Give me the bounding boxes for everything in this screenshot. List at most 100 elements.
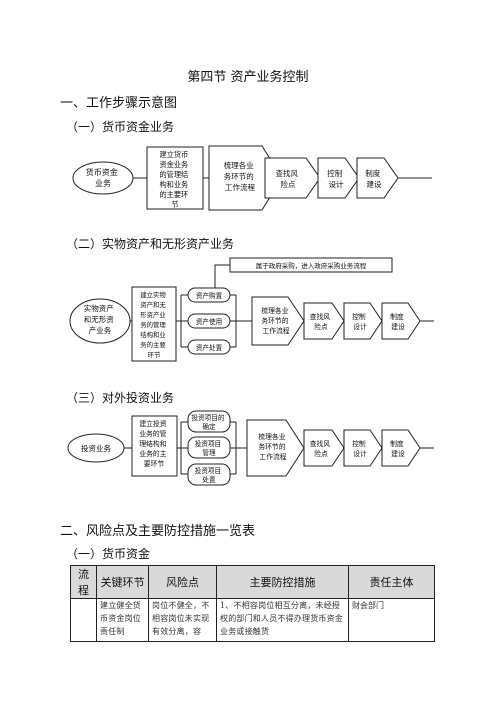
policy-step-arrow xyxy=(381,429,421,467)
risk-step-label: 查找风 xyxy=(310,439,331,448)
start-node-line: 和无形资 xyxy=(84,314,114,324)
process-step-arrow xyxy=(251,296,305,346)
risk-step-label: 险点 xyxy=(314,322,328,331)
structure-box-line: 节 xyxy=(171,200,178,209)
header-responsible: 责任主体 xyxy=(348,565,435,599)
structure-box-line: 形资产业 xyxy=(140,310,166,319)
process-step-label: 务环节的 xyxy=(261,316,288,325)
control-step-arrow xyxy=(343,429,383,467)
svg-text:查找风 险点: 查找风 险点 xyxy=(310,312,333,331)
svg-text:建立投资 业务的管 理结构和 业务的: 建立投资 业务的管 理结构和 业务的主 要环节 xyxy=(139,419,168,468)
structure-box-line: 环节 xyxy=(148,351,161,359)
cell-risk-point: 岗位不健全，不相容岗位未实现有效分离，容 xyxy=(148,598,217,642)
section-heading-workflow: 一、工作步骤示意图 xyxy=(60,96,178,111)
section-heading-risk-table: 二、风险点及主要防控措施一览表 xyxy=(60,524,256,539)
process-step-label: 梳理各业 xyxy=(224,160,254,170)
cell-measures: 1、不相容岗位相互分离，未经授权的部门和人员不得办理货币资金业务或接触货 xyxy=(216,598,349,642)
structure-box-line: 建立货币 xyxy=(159,150,188,159)
svg-text:投资项目 处置: 投资项目 处置 xyxy=(195,466,223,484)
subheading-cash-table: （一）货币资金 xyxy=(66,547,151,561)
table-row: 建立健全货币资金岗位责任制 岗位不健全，不相容岗位未实现有效分离，容 1、不相容… xyxy=(70,598,435,642)
svg-text:梳理各业 务环节的 工作流程: 梳理各业 务环节的 工作流程 xyxy=(224,160,256,192)
sub-step-management-label: 管理 xyxy=(202,448,216,457)
risk-step-label: 查找风 xyxy=(276,168,299,178)
svg-text:梳理各业 务环节的 工作流程: 梳理各业 务环节的 工作流程 xyxy=(261,306,290,335)
sub-step-management-label: 投资项目 xyxy=(195,439,221,448)
structure-box-line: 资金业务 xyxy=(159,160,188,169)
risk-control-table: 流程 关键环节 风险点 主要防控措施 责任主体 建立健全货币资金岗位责任制 岗位… xyxy=(70,565,435,642)
process-step-label: 工作流程 xyxy=(225,182,255,192)
risk-step-label: 查找风 xyxy=(310,312,331,321)
sub-step-decision-label: 投资项目的 xyxy=(191,413,224,422)
structure-box-line: 资产和无 xyxy=(140,300,166,309)
sub-step-disposal-label: 资产处置 xyxy=(196,343,223,352)
svg-text:控制 设计: 控制 设计 xyxy=(327,168,344,189)
process-step-label: 务环节的 xyxy=(258,442,285,451)
sub-step-disposal-label: 投资项目 xyxy=(195,466,221,475)
header-measures: 主要防控措施 xyxy=(216,565,349,599)
start-node-line: 业务 xyxy=(95,178,111,188)
structure-box-line: 要环节 xyxy=(144,460,165,468)
process-step-arrow xyxy=(246,419,305,477)
structure-box-line: 建立投资 xyxy=(139,419,166,428)
structure-box xyxy=(131,415,178,477)
structure-box-line: 构和业务 xyxy=(159,180,188,189)
page-title: 第四节 资产业务控制 xyxy=(187,70,309,85)
structure-box-line: 的主要环 xyxy=(159,190,188,199)
connector xyxy=(214,264,230,291)
procurement-note: 属于政府采购，进入政府采购业务流程 xyxy=(256,261,367,270)
cell-key-link: 建立健全货币资金岗位责任制 xyxy=(96,598,149,642)
svg-text:控制 设计: 控制 设计 xyxy=(352,439,368,458)
structure-box xyxy=(131,286,177,362)
process-step-label: 工作流程 xyxy=(262,326,289,335)
header-process: 流程 xyxy=(70,565,97,599)
start-node-line: 货币资金 xyxy=(86,167,118,177)
svg-text:实物资产 和无形资 产业务: 实物资产 和无形资 产业务 xyxy=(84,303,116,335)
control-step-label: 控制 xyxy=(352,439,366,448)
process-step-label: 工作流程 xyxy=(259,452,286,461)
svg-text:梳理各业 务环节的 工作流程: 梳理各业 务环节的 工作流程 xyxy=(258,432,287,461)
start-node-label: 投资业务 xyxy=(81,443,111,453)
cash-flow-diagram: 货币资金 业务 建立货币 资金业务 的管理结 构和业务 的主要环 节 梳理各业 … xyxy=(72,145,432,211)
svg-text:货币资金 业务: 货币资金 业务 xyxy=(86,167,121,188)
svg-text:制度 建设: 制度 建设 xyxy=(390,439,406,458)
svg-text:制度 建设: 制度 建设 xyxy=(365,168,382,189)
process-step-label: 梳理各业 xyxy=(258,432,285,441)
structure-box-line: 务的主要 xyxy=(140,340,166,349)
svg-text:查找风 险点: 查找风 险点 xyxy=(276,168,301,189)
cell-process xyxy=(70,598,97,642)
policy-step-arrow xyxy=(381,302,421,340)
table-header-row: 流程 关键环节 风险点 主要防控措施 责任主体 xyxy=(70,565,435,599)
structure-box-line: 的管理结 xyxy=(159,170,188,179)
sub-step-decision-label: 确定 xyxy=(202,422,216,431)
risk-step-arrow xyxy=(303,429,345,467)
svg-text:建立实物 资产和无 形资产业 务的管: 建立实物 资产和无 形资产业 务的管理 结构和业 务的主要 环节 xyxy=(140,290,168,359)
start-node xyxy=(72,161,134,195)
policy-step-label: 建设 xyxy=(391,322,405,331)
control-step-label: 设计 xyxy=(329,179,344,189)
policy-step-label: 建设 xyxy=(391,449,405,458)
subheading-physical-assets: （二）实物资产和无形资产业务 xyxy=(66,237,235,251)
subheading-investment: （三）对外投资业务 xyxy=(66,391,175,405)
svg-text:控制 设计: 控制 设计 xyxy=(352,312,368,331)
structure-box-line: 结构和业 xyxy=(140,330,166,339)
start-node-line: 产业务 xyxy=(89,325,112,335)
risk-step-label: 险点 xyxy=(281,179,296,189)
svg-text:查找风 险点: 查找风 险点 xyxy=(310,439,333,458)
sub-step-disposal-label: 处置 xyxy=(202,475,216,484)
control-step-arrow xyxy=(317,157,360,199)
investment-flow-diagram: 投资业务 建立投资 业务的管 理结构和 业务的主 要环节 投资项目的 确定 投资… xyxy=(67,410,434,486)
structure-box-line: 业务的主 xyxy=(139,449,166,458)
policy-step-label: 建设 xyxy=(367,179,382,189)
svg-text:投资项目的 确定: 投资项目的 确定 xyxy=(191,413,226,431)
start-node-line: 实物资产 xyxy=(84,303,114,313)
svg-text:投资项目 管理: 投资项目 管理 xyxy=(195,439,223,457)
structure-box-line: 建立实物 xyxy=(140,290,166,299)
process-step-label: 务环节的 xyxy=(224,171,254,181)
svg-text:建立货币 资金业务 的管理结 构和业: 建立货币 资金业务 的管理结 构和业务 的主要环 节 xyxy=(159,150,190,209)
risk-step-arrow xyxy=(264,157,321,199)
sub-step-purchase-label: 资产购置 xyxy=(196,291,223,300)
structure-box-line: 理结构和 xyxy=(139,439,166,448)
physical-assets-flow-diagram: 属于政府采购，进入政府采购业务流程 实物资产 和无形资 产业务 建立实物 资产和… xyxy=(69,257,434,362)
policy-step-label: 制度 xyxy=(390,312,404,321)
